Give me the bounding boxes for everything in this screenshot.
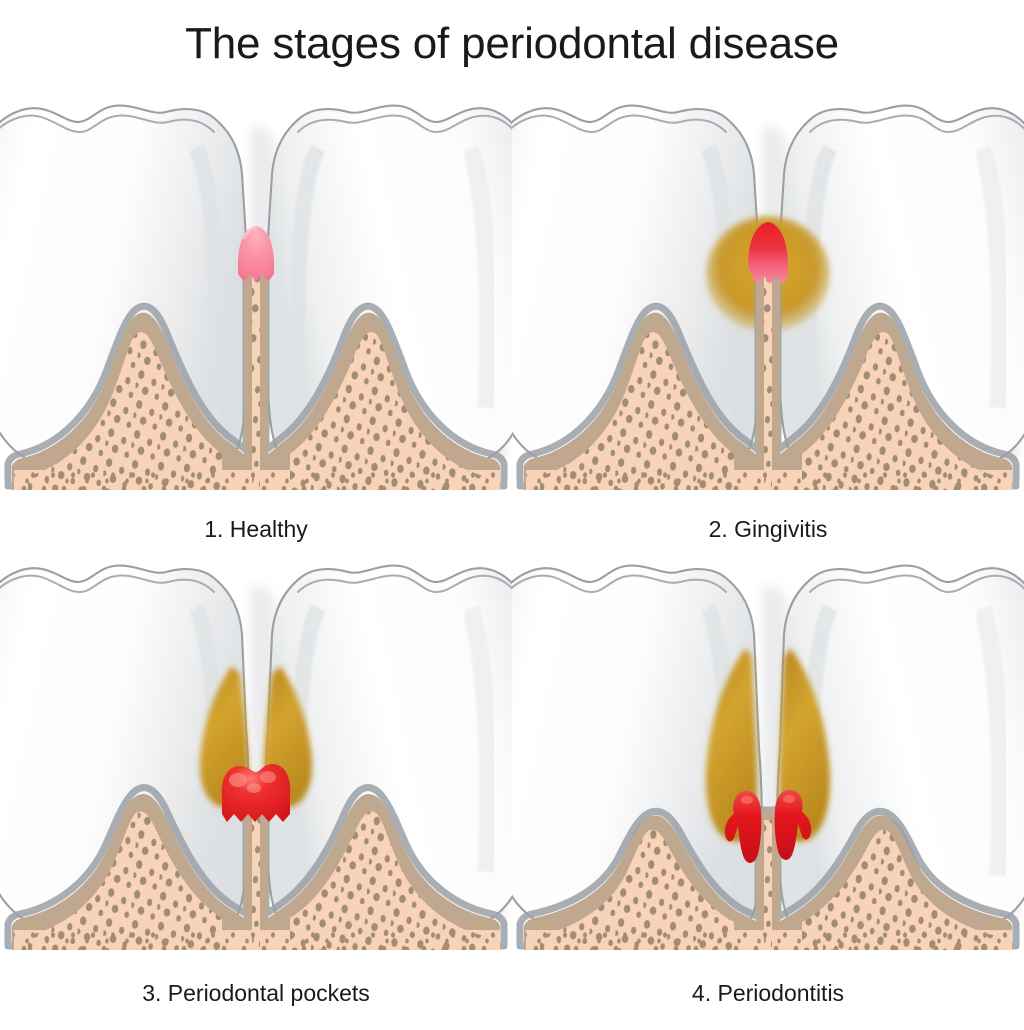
page-title: The stages of periodontal disease bbox=[185, 19, 839, 68]
caption-stage-4: 4. Periodontitis bbox=[691, 980, 845, 1006]
figure-stage-1 bbox=[0, 88, 512, 518]
gum-papilla-swollen-stage-3 bbox=[221, 764, 291, 822]
caption-stage-2: 2. Gingivitis bbox=[708, 516, 828, 542]
alveolar-bone-stage-4 bbox=[524, 810, 1012, 950]
alveolar-bone-stage-3 bbox=[12, 776, 500, 950]
gum-papilla-stage-1 bbox=[238, 226, 274, 282]
alveolar-bone-stage-1 bbox=[12, 238, 500, 490]
panel-stage-4-periodontitis: 4. Periodontitis bbox=[512, 548, 1024, 1018]
panel-stage-3-periodontal-pockets: 3. Periodontal pockets bbox=[0, 548, 512, 1018]
alveolar-bone-stage-2 bbox=[524, 238, 1012, 490]
panel-stage-1-healthy: 1. Healthy bbox=[0, 88, 512, 558]
figure-stage-4 bbox=[512, 548, 1024, 978]
gum-papilla-inflamed-stage-2 bbox=[748, 222, 788, 284]
caption-stage-1: 1. Healthy bbox=[204, 516, 308, 542]
panel-stage-2-gingivitis: 2. Gingivitis bbox=[512, 88, 1024, 558]
figure-stage-3 bbox=[0, 548, 512, 978]
caption-stage-3: 3. Periodontal pockets bbox=[142, 980, 370, 1006]
bleeding-gum-stage-4 bbox=[724, 789, 812, 863]
figure-stage-2 bbox=[512, 88, 1024, 518]
